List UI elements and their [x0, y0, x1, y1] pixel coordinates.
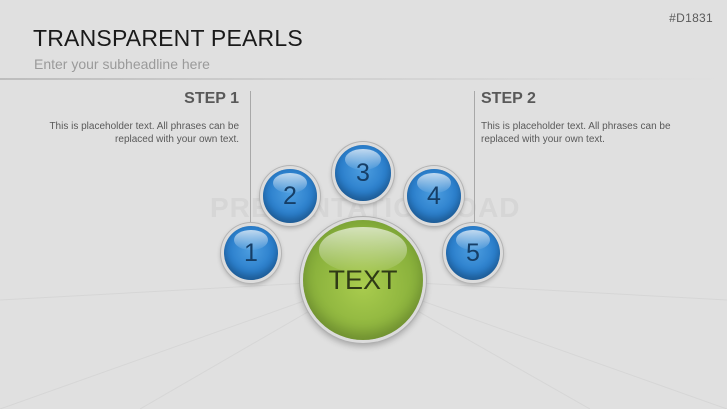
- slide-code: #D1831: [669, 11, 713, 25]
- pearl-3[interactable]: 3: [335, 145, 391, 201]
- pearl-2[interactable]: 2: [263, 169, 317, 223]
- step1-connector-line: [250, 91, 251, 231]
- step2-text: This is placeholder text. All phrases ca…: [481, 121, 671, 145]
- center-pearl-label: TEXT: [328, 264, 398, 295]
- pearl-4[interactable]: 4: [407, 169, 461, 223]
- pearl-5-label: 5: [466, 238, 480, 267]
- step2-connector-line: [474, 91, 475, 231]
- step2-title: STEP 2: [481, 90, 536, 107]
- pearl-2-label: 2: [283, 181, 297, 210]
- page-subtitle: Enter your subheadline here: [34, 56, 210, 72]
- step1-text: This is placeholder text. All phrases ca…: [49, 121, 239, 145]
- header-rule: [0, 78, 727, 80]
- center-pearl[interactable]: TEXT: [303, 220, 423, 340]
- pearl-5[interactable]: 5: [446, 226, 500, 280]
- page-title: TRANSPARENT PEARLS: [33, 25, 303, 51]
- pearl-4-label: 4: [427, 181, 441, 210]
- pearl-1[interactable]: 1: [224, 226, 278, 280]
- pearl-1-label: 1: [244, 238, 258, 267]
- step1-title: STEP 1: [184, 90, 239, 107]
- pearl-3-label: 3: [356, 158, 370, 187]
